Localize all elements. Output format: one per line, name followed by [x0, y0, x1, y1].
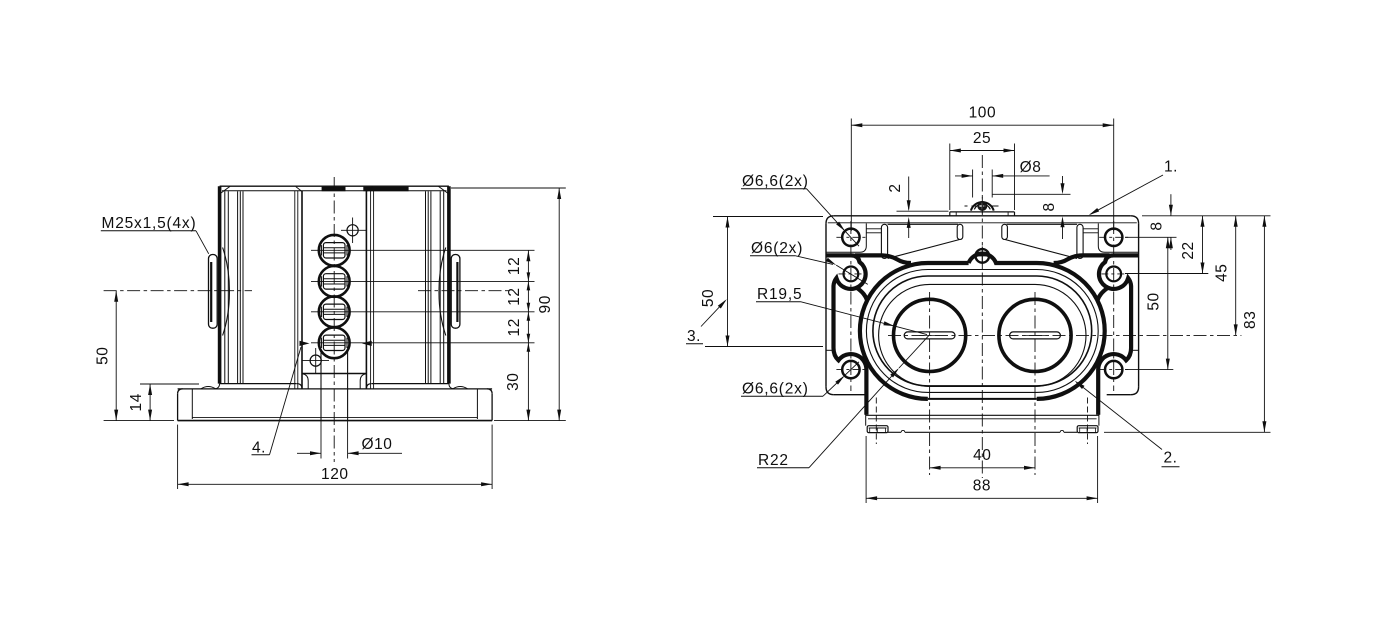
svg-text:100: 100 — [969, 105, 997, 122]
svg-text:120: 120 — [321, 466, 349, 483]
svg-text:14: 14 — [128, 393, 145, 411]
svg-text:50: 50 — [95, 347, 112, 365]
svg-text:50: 50 — [700, 289, 717, 307]
svg-text:2.: 2. — [1164, 450, 1178, 467]
svg-text:88: 88 — [973, 478, 991, 495]
svg-text:50: 50 — [1145, 292, 1162, 310]
svg-text:R22: R22 — [758, 452, 789, 469]
svg-text:4.: 4. — [252, 440, 266, 457]
svg-text:45: 45 — [1214, 264, 1231, 282]
svg-text:Ø6(2x): Ø6(2x) — [751, 240, 803, 257]
svg-text:90: 90 — [537, 295, 554, 313]
svg-text:Ø10: Ø10 — [362, 436, 393, 453]
svg-text:22: 22 — [1180, 241, 1197, 259]
svg-text:83: 83 — [1242, 311, 1259, 329]
svg-text:M25x1,5(4x): M25x1,5(4x) — [102, 215, 197, 232]
svg-text:1.: 1. — [1164, 159, 1178, 176]
svg-text:Ø6,6(2x): Ø6,6(2x) — [742, 173, 809, 190]
svg-text:8: 8 — [1149, 221, 1166, 230]
svg-text:40: 40 — [973, 447, 991, 464]
svg-text:2: 2 — [887, 183, 904, 192]
svg-text:Ø8: Ø8 — [1020, 159, 1042, 176]
svg-text:12: 12 — [506, 257, 523, 275]
svg-text:12: 12 — [506, 287, 523, 305]
svg-text:3.: 3. — [687, 328, 701, 345]
svg-text:Ø6,6(2x): Ø6,6(2x) — [742, 381, 809, 398]
svg-text:25: 25 — [973, 130, 991, 147]
svg-text:12: 12 — [506, 318, 523, 336]
svg-text:30: 30 — [505, 373, 522, 391]
svg-text:R19,5: R19,5 — [757, 286, 802, 303]
svg-text:8: 8 — [1041, 202, 1058, 211]
